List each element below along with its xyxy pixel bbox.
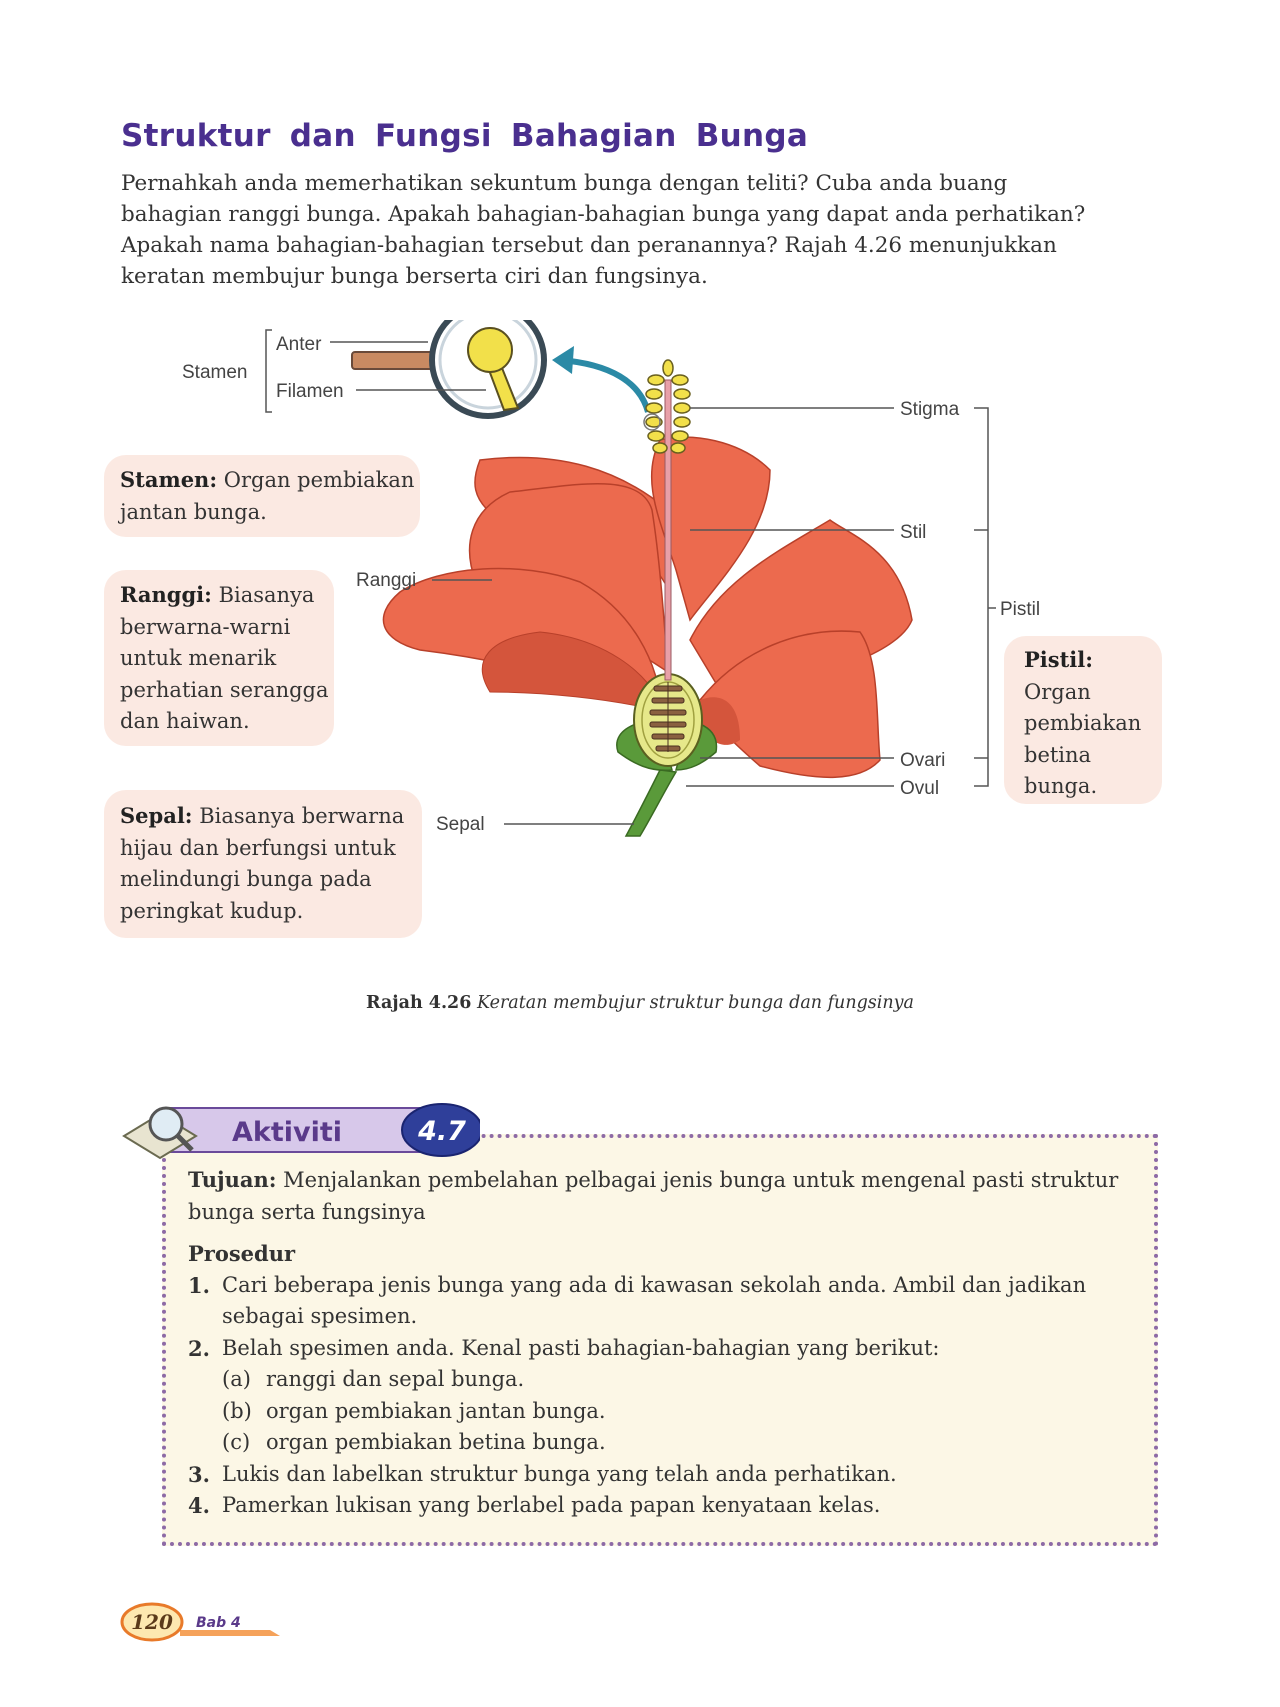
caption-text: Keratan membujur struktur bunga dan fung… [471,993,914,1013]
intro-line: bahagian ranggi bunga. Apakah bahagian-b… [121,199,1181,230]
label-filamen: Filamen [276,381,344,402]
procedure-step: 4.Pamerkan lukisan yang berlabel pada pa… [188,1490,1128,1522]
page-number: 120 [131,1610,173,1634]
note-term: Sepal: [120,803,193,828]
label-ovul: Ovul [900,778,939,799]
style [665,380,671,680]
intro-line: keratan membujur bunga berserta ciri dan… [121,261,1181,292]
activity-label: Aktiviti [232,1117,342,1148]
label-ranggi: Ranggi [356,570,416,591]
figure-caption: Rajah 4.26 Keratan membujur struktur bun… [0,993,1280,1013]
arrow-head-icon [552,346,574,374]
procedure-step: 3.Lukis dan labelkan struktur bunga yang… [188,1459,1128,1491]
caption-label: Rajah 4.26 [366,993,471,1013]
note-stamen: Stamen: Organ pembiakan jantan bunga. [104,455,420,537]
page-footer: 120 Bab 4 [120,1600,290,1644]
objective-term: Tujuan: [188,1167,276,1192]
zoom-arrow [560,360,648,412]
magnifier-small-icon [150,1108,182,1140]
label-stamen: Stamen [182,362,247,383]
intro-paragraph: Pernahkah anda memerhatikan sekuntum bun… [121,168,1181,292]
label-anter: Anter [276,334,322,355]
procedure-title: Prosedur [188,1238,1128,1270]
procedure-substep: (c)organ pembiakan betina bunga. [188,1427,1128,1459]
activity-number: 4.7 [417,1116,466,1147]
note-sepal: Sepal: Biasanya berwarna hijau dan berfu… [104,790,422,938]
label-pistil: Pistil [1000,599,1040,620]
procedure-step: 2.Belah spesimen anda. Kenal pasti bahag… [188,1333,1128,1365]
intro-line: Apakah nama bahagian-bahagian tersebut d… [121,230,1181,261]
note-term: Pistil: [1024,647,1093,672]
magnifier-handle [352,352,434,369]
activity-content: Tujuan: Menjalankan pembelahan pelbagai … [188,1164,1128,1522]
note-pistil: Pistil: Organ pembiakan betina bunga. [1004,636,1162,804]
chapter-label: Bab 4 [196,1615,241,1631]
label-stil: Stil [900,522,926,543]
intro-line: Pernahkah anda memerhatikan sekuntum bun… [121,168,1181,199]
note-term: Ranggi: [120,582,212,607]
label-sepal: Sepal [436,814,485,835]
procedure-substep: (a)ranggi dan sepal bunga. [188,1364,1128,1396]
procedure-step: 1.Cari beberapa jenis bunga yang ada di … [188,1270,1128,1302]
stalk [626,770,676,836]
activity-tab: Aktiviti 4.7 [120,1096,480,1160]
note-ranggi: Ranggi: Biasanya berwarna-warni untuk me… [104,570,334,746]
anther-shape [468,328,512,372]
label-ovari: Ovari [900,750,945,771]
procedure-substep: (b)organ pembiakan jantan bunga. [188,1396,1128,1428]
note-term: Stamen: [120,467,217,492]
page-heading: Struktur dan Fungsi Bahagian Bunga [121,118,808,154]
label-stigma: Stigma [900,399,960,420]
